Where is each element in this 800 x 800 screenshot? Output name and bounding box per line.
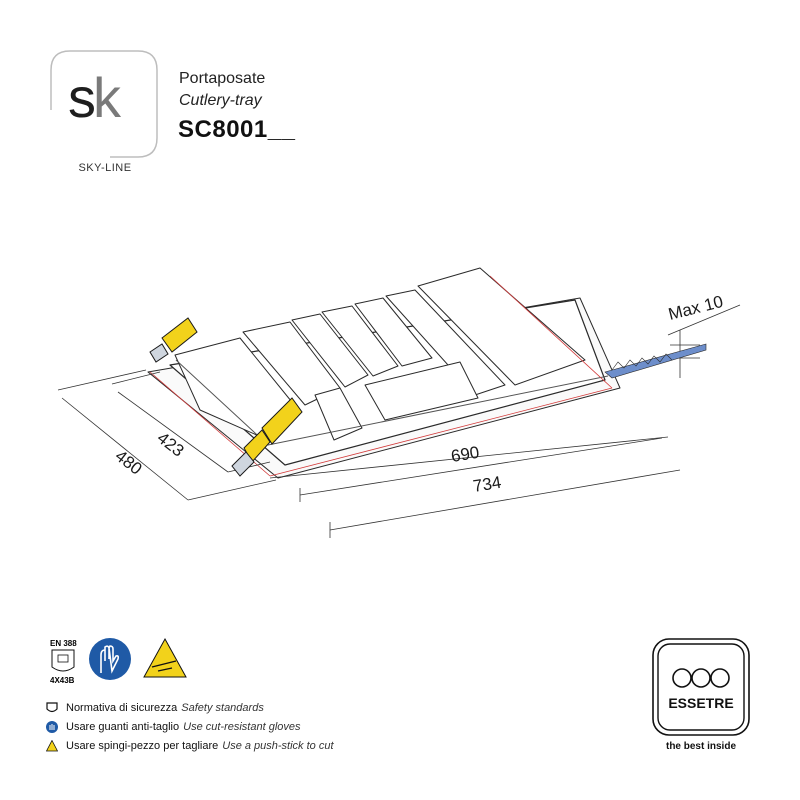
brand-name: SKY-LINE (78, 162, 132, 174)
legend-label-it: Usare spingi-pezzo per tagliare (66, 740, 219, 752)
skyline-logo: sk (68, 70, 121, 126)
warning-icon (46, 740, 58, 752)
utility-knife-icon-top (149, 317, 198, 363)
compartment-front-left (314, 387, 363, 441)
dimension-label-480: 480 (112, 446, 146, 478)
safety-icons: EN 388 4X43B (50, 637, 187, 685)
compartment-4 (321, 305, 399, 377)
dim-734 (329, 469, 681, 531)
dim-690 (299, 437, 663, 496)
pushstick-warning-icon (143, 637, 187, 678)
dim-480 (61, 397, 189, 501)
dimension-label-734: 734 (472, 473, 503, 496)
cut-line-front (269, 387, 613, 477)
compartment-large-right (417, 267, 586, 386)
manufacturer-tagline: the best inside (665, 741, 736, 752)
compartment-6 (385, 289, 506, 396)
product-name-italian: Portaposate (179, 70, 266, 87)
cutlery-tray-drawing: 690 734 423 480 Max 10 (57, 267, 741, 538)
dimension-label-max10: Max 10 (666, 292, 725, 324)
legend-label-en: Safety standards (181, 702, 264, 714)
dimension-label-423: 423 (154, 428, 188, 460)
logo-letter-k: k (93, 66, 121, 129)
saw-blade-icon (604, 343, 707, 379)
gloves-icon (89, 638, 131, 680)
logo-letter-s: s (68, 66, 96, 129)
en388-badge-label: EN 388 (50, 639, 77, 648)
legend-label-it: Normativa di sicurezza (66, 702, 178, 714)
shield-icon (46, 702, 58, 713)
compartment-5 (354, 297, 433, 367)
legend-item-pushstick: Usare spingi-pezzo per tagliare Use a pu… (46, 739, 334, 753)
manufacturer-name: ESSETRE (668, 695, 733, 711)
essetre-logo: ESSETRE (652, 638, 750, 736)
cut-line-right (489, 275, 613, 389)
skyline-logo-frame (50, 50, 158, 158)
product-name-english: Cutlery-tray (179, 92, 262, 109)
legend-item-gloves: Usare guanti anti-taglio Use cut-resista… (46, 720, 301, 734)
legend-label-it: Usare guanti anti-taglio (66, 721, 180, 733)
utility-knife-icon-front (231, 397, 303, 477)
product-code: SC8001__ (178, 116, 296, 143)
legend-label-en: Use a push-stick to cut (222, 740, 334, 752)
en388-code: 4X43B (50, 676, 75, 685)
gloves-icon (46, 721, 58, 733)
compartment-front-mid (364, 361, 479, 421)
dim-423 (117, 391, 229, 473)
dimension-label-690: 690 (450, 443, 481, 466)
en388-icon: EN 388 4X43B (50, 639, 77, 685)
compartment-3 (291, 313, 369, 388)
legend-item-safety-standards: Normativa di sicurezza Safety standards (46, 701, 264, 715)
legend-label-en: Use cut-resistant gloves (183, 721, 301, 733)
